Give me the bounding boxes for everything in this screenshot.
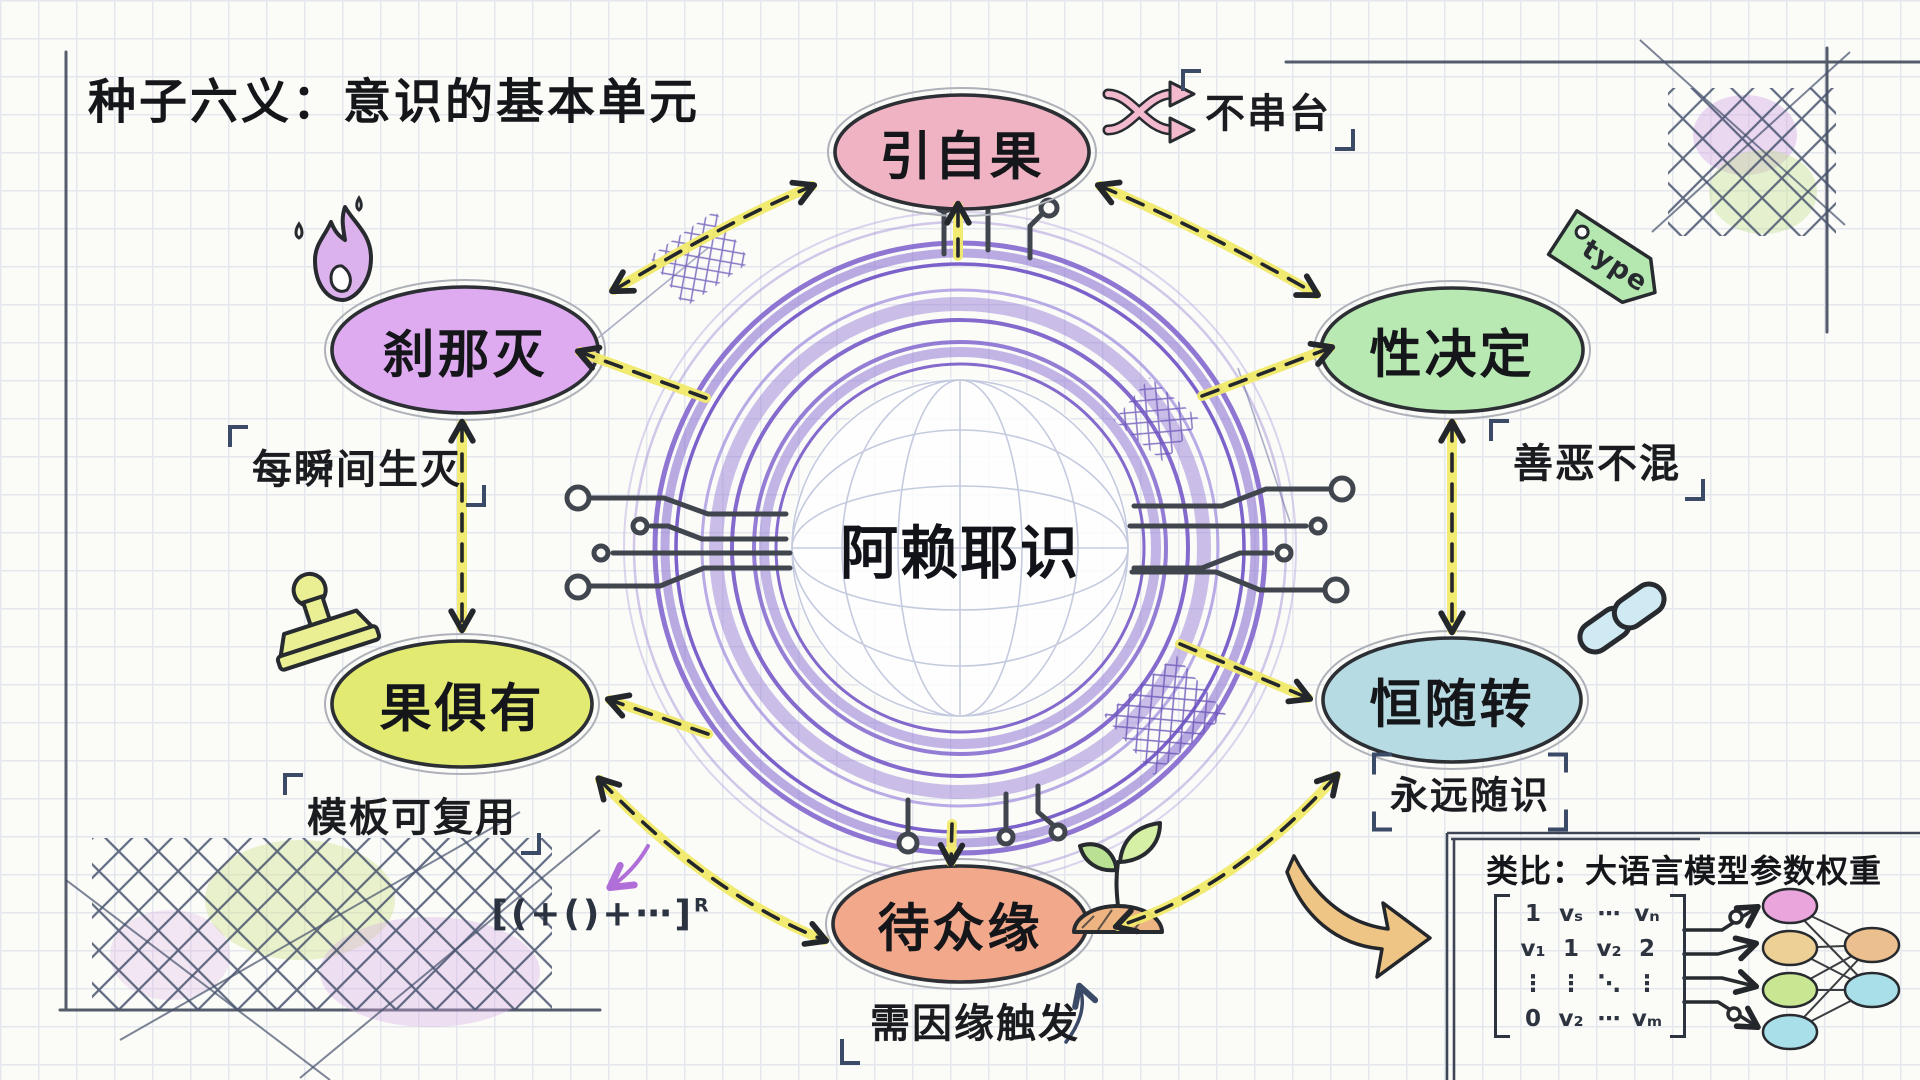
matrix-cell: 1 bbox=[1524, 900, 1541, 927]
analogy-title: 类比：大语言模型参数权重 bbox=[1486, 852, 1883, 890]
matrix-cell: 0 bbox=[1524, 1005, 1541, 1032]
formula-pointer-arrow bbox=[606, 844, 650, 892]
cycle-arrows bbox=[448, 179, 1466, 947]
matrix-cell: v₁ bbox=[1520, 935, 1546, 962]
matrix-cell: ⋮ bbox=[1559, 970, 1583, 997]
annotation-upper-left: 每瞬间生灭 bbox=[228, 425, 486, 507]
analogy-arrow bbox=[1285, 854, 1432, 979]
node-oval-lower-right bbox=[1315, 630, 1589, 770]
matrix-cell: ⋯ bbox=[1597, 1005, 1621, 1032]
seed-formula: [(+()+⋯]R bbox=[491, 894, 708, 935]
nn-diagram bbox=[1761, 887, 1901, 1051]
annotation-lower-left: 模板可复用 bbox=[283, 773, 541, 855]
matrix-feed-arrows bbox=[1682, 903, 1761, 1031]
matrix-cell: v₂ bbox=[1596, 935, 1622, 962]
weight-matrix: 1 vₛ ⋯ vₙ v₁ 1 v₂ 2 ⋮ ⋮ ⋱ ⋮ 0 v₂ ⋯ vₘ bbox=[1494, 894, 1686, 1038]
matrix-cell: vₙ bbox=[1634, 900, 1660, 927]
annotation-bottom: 需因缘触发 bbox=[840, 991, 1080, 1065]
node-label-dai-zhong-yuan: 待众缘 bbox=[877, 899, 1043, 960]
node-label-guo-ju-you: 果俱有 bbox=[379, 679, 545, 740]
corner-hatch-bottom-left bbox=[65, 811, 601, 1080]
annotation-top: 不串台 bbox=[1181, 69, 1355, 151]
matrix-cells: 1 vₛ ⋯ vₙ v₁ 1 v₂ 2 ⋮ ⋮ ⋱ ⋮ 0 v₂ ⋯ vₘ bbox=[1510, 894, 1670, 1038]
matrix-cell: 2 bbox=[1638, 935, 1655, 962]
matrix-cell: ⋮ bbox=[1635, 970, 1659, 997]
formula-exponent: R bbox=[693, 894, 709, 917]
annotation-lower-right: 永远随识 bbox=[1371, 752, 1569, 832]
shuffle-arrows-icon bbox=[1102, 80, 1196, 144]
matrix-cell: ⋮ bbox=[1521, 970, 1545, 997]
annotation-upper-right: 善恶不混 bbox=[1489, 419, 1705, 501]
annotation-text: 永远随识 bbox=[1389, 773, 1551, 818]
node-label-cha-na-mie: 刹那灭 bbox=[382, 325, 548, 386]
matrix-cell: 1 bbox=[1562, 935, 1579, 962]
page-title: 种子六义：意识的基本单元 bbox=[88, 74, 701, 130]
matrix-cell: vₛ bbox=[1559, 900, 1583, 927]
formula-body: [(+()+⋯] bbox=[491, 893, 694, 935]
node-label-heng-sui-zhuan: 恒随转 bbox=[1369, 675, 1535, 736]
analogy-box-border bbox=[1445, 831, 1920, 1080]
matrix-cell: vₘ bbox=[1631, 1005, 1663, 1032]
matrix-bracket-left bbox=[1494, 894, 1510, 1038]
corner-hatch-top-right bbox=[1639, 39, 1851, 236]
node-oval-lower-left bbox=[324, 633, 600, 775]
flame-icon bbox=[294, 195, 373, 302]
node-label-xing-jue-ding: 性决定 bbox=[1369, 325, 1535, 386]
sphere-grid bbox=[791, 379, 1129, 717]
trigger-curl-arrow bbox=[1064, 982, 1099, 1044]
chain-link-icon bbox=[1577, 581, 1667, 655]
stamp-icon bbox=[275, 571, 382, 672]
center-node-label: 阿赖耶识 bbox=[839, 519, 1081, 587]
node-label-yin-zi-guo: 引自果 bbox=[879, 127, 1045, 188]
matrix-cell: ⋱ bbox=[1597, 970, 1621, 997]
matrix-cell: ⋯ bbox=[1597, 900, 1621, 927]
type-tag-icon bbox=[1546, 209, 1657, 305]
matrix-bracket-right bbox=[1670, 894, 1686, 1038]
matrix-cell: v₂ bbox=[1558, 1005, 1584, 1032]
